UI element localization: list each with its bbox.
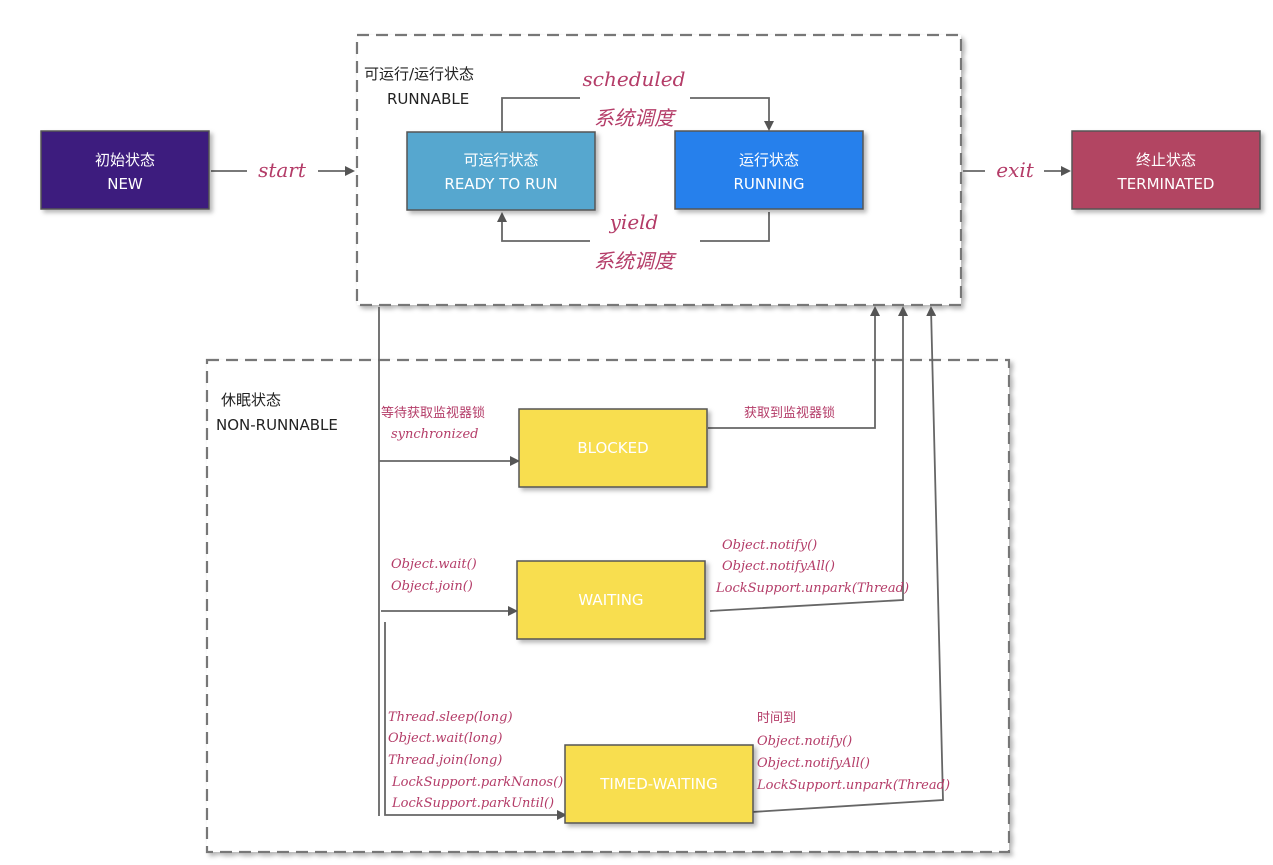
edge-label-from-timed-4: LockSupport.unpark(Thread) xyxy=(756,778,950,793)
state-running-cn: 运行状态 xyxy=(739,151,799,169)
state-waiting-en: WAITING xyxy=(578,591,643,609)
edge-label-yield: yield xyxy=(609,210,659,234)
state-running-en: RUNNING xyxy=(733,175,804,193)
edge-label-to-waiting-2: Object.join() xyxy=(391,579,473,594)
non-runnable-group-title-en: NON-RUNNABLE xyxy=(216,416,338,434)
edge-label-to-timed-2: Object.wait(long) xyxy=(388,731,502,746)
state-timed-waiting-en: TIMED-WAITING xyxy=(599,775,718,793)
edge-label-from-timed-1: 时间到 xyxy=(757,711,796,726)
edge-label-from-timed-2: Object.notify() xyxy=(757,734,852,749)
edge-label-to-timed-5: LockSupport.parkUntil() xyxy=(391,796,554,811)
edge-label-to-blocked-1: 等待获取监视器锁 xyxy=(381,405,485,421)
state-ready-en: READY TO RUN xyxy=(444,175,557,193)
edge-label-from-waiting-3: LockSupport.unpark(Thread) xyxy=(715,581,909,596)
edge-scheduled-line-a xyxy=(501,97,580,131)
edge-label-scheduled-cn: 系统调度 xyxy=(594,106,677,130)
state-new-en: NEW xyxy=(107,175,143,193)
edge-label-to-blocked-2: synchronized xyxy=(391,427,478,442)
edge-yield-line-b xyxy=(497,212,590,242)
state-timed-waiting: TIMED-WAITING xyxy=(564,744,754,824)
edge-label-to-timed-4: LockSupport.parkNanos() xyxy=(391,775,563,790)
edge-from-waiting xyxy=(709,306,908,612)
edge-label-from-timed-3: Object.notifyAll() xyxy=(757,756,870,771)
state-terminated-cn: 终止状态 xyxy=(1136,151,1196,169)
edge-yield-line-a xyxy=(700,212,770,242)
state-terminated: 终止状态 TERMINATED xyxy=(1071,130,1261,210)
edge-scheduled-line-b xyxy=(690,97,774,131)
edge-label-to-timed-3: Thread.join(long) xyxy=(388,753,502,768)
edge-label-from-waiting-1: Object.notify() xyxy=(722,538,817,553)
runnable-group-title-en: RUNNABLE xyxy=(387,90,469,108)
edge-label-to-waiting-1: Object.wait() xyxy=(391,557,477,572)
state-waiting: WAITING xyxy=(516,560,706,640)
state-new-cn: 初始状态 xyxy=(95,151,155,169)
state-ready-to-run: 可运行状态 READY TO RUN xyxy=(406,131,596,211)
state-blocked-en: BLOCKED xyxy=(577,439,648,457)
edge-to-timed-waiting xyxy=(384,622,567,820)
edge-from-timed-waiting xyxy=(751,306,944,813)
edge-label-scheduled: scheduled xyxy=(583,67,686,91)
state-new: 初始状态 NEW xyxy=(40,130,210,210)
runnable-group-title-cn: 可运行/运行状态 xyxy=(364,65,474,83)
edge-label-to-timed-1: Thread.sleep(long) xyxy=(388,710,513,725)
non-runnable-group-title-cn: 休眠状态 xyxy=(221,391,281,409)
edge-label-start: start xyxy=(258,158,307,182)
edge-from-blocked xyxy=(708,306,880,429)
edge-label-from-blocked-1: 获取到监视器锁 xyxy=(744,405,835,421)
state-running: 运行状态 RUNNING xyxy=(674,130,864,210)
state-blocked: BLOCKED xyxy=(518,408,708,488)
state-ready-cn: 可运行状态 xyxy=(463,151,538,169)
edge-label-yield-cn: 系统调度 xyxy=(594,249,677,273)
edge-label-exit: exit xyxy=(996,158,1035,182)
edge-label-from-waiting-2: Object.notifyAll() xyxy=(722,559,835,574)
state-terminated-en: TERMINATED xyxy=(1117,175,1215,193)
